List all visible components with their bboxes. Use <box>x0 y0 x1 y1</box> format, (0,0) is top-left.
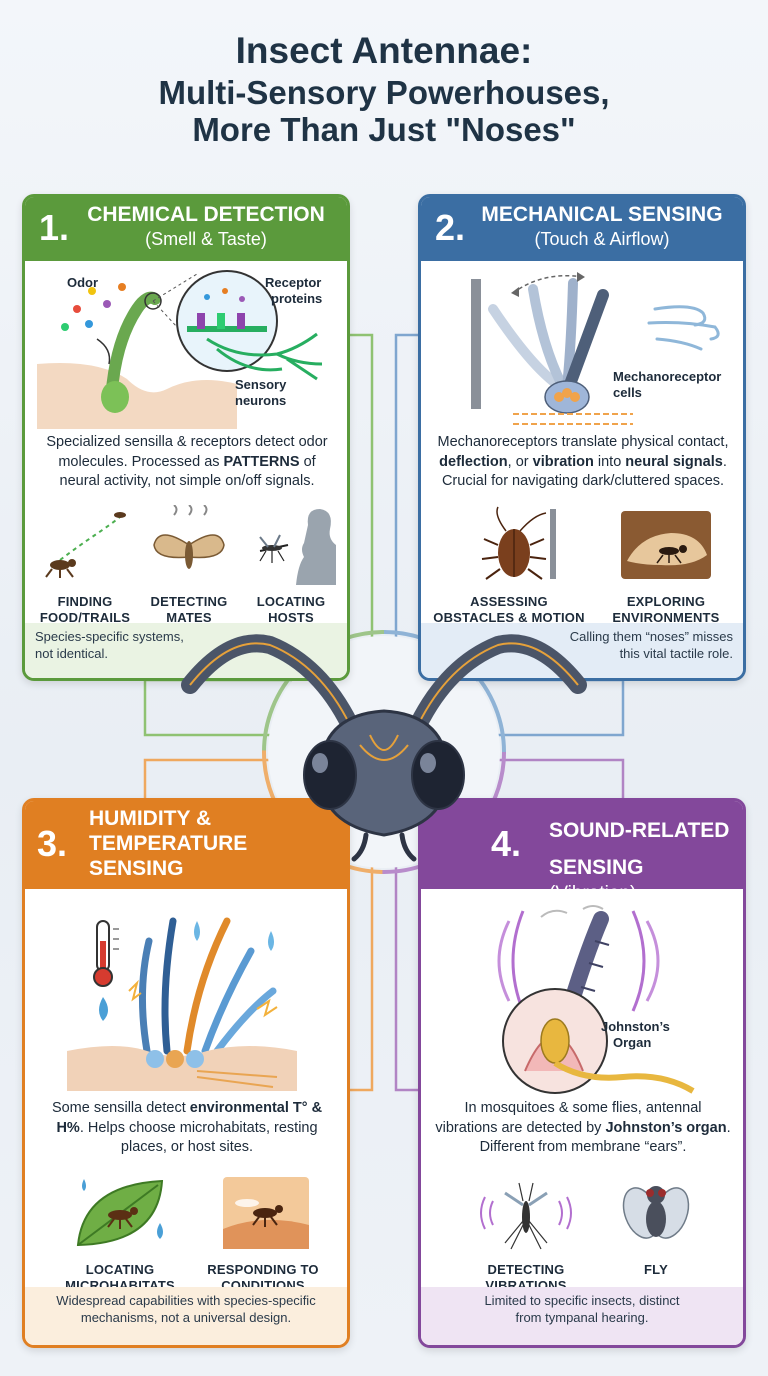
panel-header: 4. SOUND-RELATED SENSING (Vibration) <box>421 801 743 904</box>
moth-icon <box>153 504 225 569</box>
icon-item-fly: FLY <box>601 1173 711 1278</box>
label-johnston-2: Organ <box>613 1035 651 1050</box>
icon-item-finding-food: FINDING FOOD/TRAILS <box>35 505 135 627</box>
ant-leaf-icon <box>76 1179 164 1247</box>
icon-item-detecting-mates: DETECTING MATES <box>139 504 239 627</box>
caption-line-1: RESPONDING TO <box>207 1262 319 1277</box>
panel-heading: CHEMICAL DETECTION <box>87 203 325 226</box>
sensillum-diagram: Odor Receptor proteins Sensory neurons <box>37 270 322 429</box>
label-receptor-1: Receptor <box>265 275 321 290</box>
panel-number: 2. <box>435 207 466 248</box>
icon-item-locating-microhabitats: LOCATING MICROHABITATS <box>55 1173 185 1295</box>
panel-heading-line-1: HUMIDITY & <box>89 807 212 830</box>
fly-icon <box>622 1186 690 1239</box>
panel-chemical-detection: 1. CHEMICAL DETECTION (Smell & Taste) Od… <box>22 194 350 681</box>
panel-mechanical-sensing: 2. MECHANICAL SENSING (Touch & Airflow) … <box>418 194 746 681</box>
mosquito-vibration-icon <box>480 1182 572 1250</box>
label-johnston-1: Johnston’s <box>601 1019 670 1034</box>
panel-subheading: (Smell & Taste) <box>145 229 267 249</box>
caption-line-2: HOSTS <box>268 610 314 626</box>
caption-line-2: ENVIRONMENTS <box>612 610 720 626</box>
icon-item-assessing-obstacles: ASSESSING OBSTACLES & MOTION <box>429 505 589 627</box>
caption-line-1: EXPLORING <box>626 594 706 609</box>
thermo-hygro-sensilla-diagram <box>67 917 297 1091</box>
caption-line-1: DETECTING <box>150 594 228 609</box>
icon-item-locating-hosts: LOCATING HOSTS <box>241 505 341 627</box>
icon-item-detecting-vibrations: DETECTING VIBRATIONS <box>461 1173 591 1295</box>
panel-footer: Limited to specific insects, distinct fr… <box>421 1287 743 1345</box>
icon-item-responding-conditions: RESPONDING TO CONDITIONS <box>193 1173 333 1295</box>
panel-description: In mosquitoes & some flies, antennal vib… <box>435 1100 731 1156</box>
insect-head-illustration <box>181 634 587 862</box>
panel-description: Mechanoreceptors translate physical cont… <box>437 434 729 490</box>
title-line-2: Multi-Sensory Powerhouses, <box>158 74 610 112</box>
caption-line-1: FLY <box>644 1262 668 1277</box>
caption-line-1: LOCATING <box>85 1262 155 1277</box>
ant-tunnel-icon <box>621 511 711 579</box>
panel-humidity-temperature: 3. HUMIDITY & TEMPERATURE SENSING Some s… <box>22 798 350 1348</box>
cockroach-icon <box>481 506 556 580</box>
caption-line-1: DETECTING <box>487 1262 565 1277</box>
panel-heading-line-2: SENSING (Vibration) <box>549 855 644 904</box>
label-sensory-1: Sensory <box>235 377 287 392</box>
label-mechanoreceptor-1: Mechanoreceptor <box>613 369 721 384</box>
panel-number: 3. <box>37 823 68 864</box>
panel-header: 3. HUMIDITY & TEMPERATURE SENSING <box>25 801 347 889</box>
caption-line-2: FOOD/TRAILS <box>39 610 131 626</box>
panel-number: 1. <box>39 207 70 248</box>
panel-heading-line-3: SENSING <box>89 856 184 880</box>
panel-description: Some sensilla detect environmental T° & … <box>51 1100 323 1156</box>
johnstons-organ-diagram: Johnston’s Organ <box>497 905 695 1094</box>
panel-sound-sensing: 4. SOUND-RELATED SENSING (Vibration) Joh… <box>418 798 746 1348</box>
ant-skin-icon <box>223 1177 309 1249</box>
mechanoreceptor-diagram: Mechanoreceptor cells <box>471 272 721 425</box>
panel-description: Specialized sensilla & receptors detect … <box>46 434 328 490</box>
caption-line-2: MATES <box>166 610 212 626</box>
panel-header: 2. MECHANICAL SENSING (Touch & Airflow) <box>421 197 743 261</box>
panel-footer: Calling them “noses” misses this vital t… <box>421 623 743 678</box>
panel-number: 4. <box>491 823 522 864</box>
panel-heading-line-1: SOUND-RELATED <box>549 819 730 842</box>
caption-line-2: OBSTACLES & MOTION <box>433 610 585 626</box>
panel-heading: MECHANICAL SENSING <box>481 203 723 226</box>
title-line-3: More Than Just "Noses" <box>192 111 576 149</box>
panel-header: 1. CHEMICAL DETECTION (Smell & Taste) <box>25 197 347 261</box>
panel-footer: Widespread capabilities with species-spe… <box>25 1287 347 1345</box>
caption-line-1: FINDING <box>57 594 113 609</box>
mosquito-host-icon <box>259 509 336 585</box>
caption-line-1: ASSESSING <box>470 594 548 609</box>
label-mechanoreceptor-2: cells <box>613 385 642 400</box>
caption-line-1: LOCATING <box>256 594 326 609</box>
label-receptor-2: proteins <box>271 291 322 306</box>
label-sensory-2: neurons <box>235 393 286 408</box>
ant-trail-icon <box>45 512 126 578</box>
title-line-1: Insect Antennae: <box>235 30 533 71</box>
page-title: Insect Antennae: Multi-Sensory Powerhous… <box>0 30 768 149</box>
panel-subheading: (Touch & Airflow) <box>534 229 670 249</box>
label-odor: Odor <box>67 275 98 290</box>
icon-item-exploring-environments: EXPLORING ENVIRONMENTS <box>591 505 741 627</box>
panel-heading-line-2: TEMPERATURE <box>89 831 248 855</box>
